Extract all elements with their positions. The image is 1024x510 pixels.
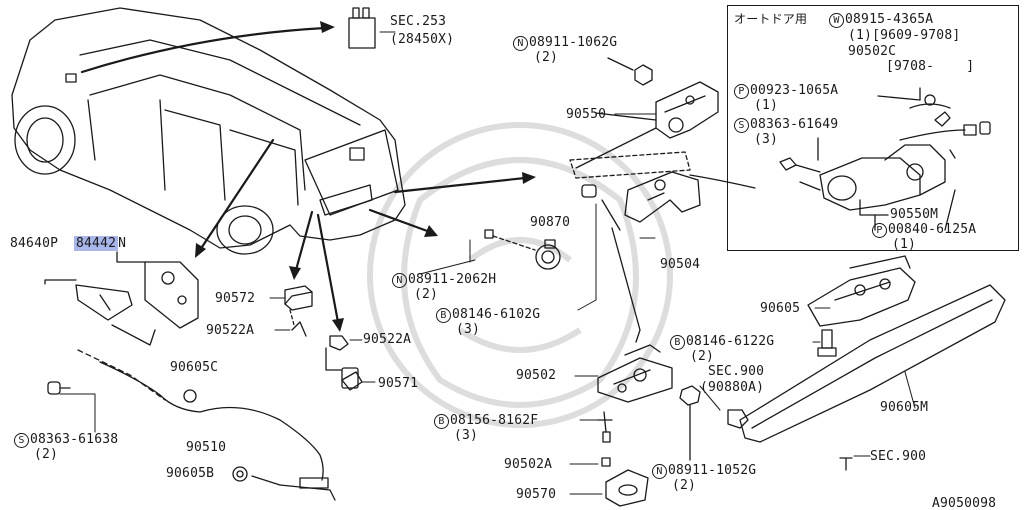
label-b08156-8162f-qty: (3) [454,428,479,443]
part-number: 00923-1065A [750,83,839,98]
part-number: 08146-6102G [452,307,541,322]
label-84640p: 84640P [10,236,59,251]
label-sec900-a-sub: (90880A) [700,380,765,395]
bolt-marker: B [434,414,449,429]
figure-code: A9050098 [932,496,997,510]
screw-marker: S [734,118,749,133]
bolt-and-cap [325,335,363,391]
label-90522a-left: 90522A [206,323,255,338]
hinge-assembly [44,251,199,401]
part-number: 00840-6125A [888,222,977,237]
label-n08911-1052g-qty: (2) [672,478,697,493]
label-90522a-right: 90522A [363,332,412,347]
label-90605: 90605 [760,301,801,316]
label-90550m: 90550M [890,207,939,222]
highlighted-part: 84442 [74,236,119,251]
part-suffix: N [118,236,127,251]
handle-90605 [807,255,916,327]
screw-sec900 [839,457,853,471]
actuator-90550 [575,81,719,169]
lock-cylinder-90870 [484,229,561,270]
part-number: 08911-1052G [668,463,757,478]
bolt-marker: B [436,308,451,323]
label-p00923-1065a-qty: (1) [754,98,779,113]
label-90605m: 90605M [880,400,929,415]
inset-motor-assembly [779,87,991,231]
label-sec253: SEC.253 [390,14,447,29]
striker-90570 [601,457,649,507]
part-number: 08363-61638 [30,432,119,447]
label-90502: 90502 [516,368,557,383]
rear-lock-90504 [581,171,756,343]
label-90510: 90510 [186,440,227,455]
bolt-marker: B [670,335,685,350]
label-90605c: 90605C [170,360,219,375]
part-marker: P [872,223,887,238]
label-w08915-4365a-qty: (1)[9609-9708] [848,28,961,43]
part-number: 08911-1062G [529,35,618,50]
nut-marker: N [392,273,407,288]
clip-90880a [679,385,749,461]
label-n08911-1062g-qty: (2) [534,50,559,65]
label-90550: 90550 [566,107,607,122]
label-n08911-2062h-qty: (2) [414,287,439,302]
latch-90502 [597,344,673,443]
wagon-car-drawing [11,7,406,255]
label-b08146-6102g-qty: (3) [456,322,481,337]
label-sec900-a: SEC.900 [708,364,765,379]
label-90605b: 90605B [166,466,215,481]
screw-marker: S [14,433,29,448]
part-marker: P [734,84,749,99]
release-cable-90510 [47,361,336,501]
label-p00840-6125a-qty: (1) [892,237,917,252]
relay-28450x [348,7,376,49]
part-number: 08915-4365A [845,12,934,27]
inset-title: オートドア用 [734,12,808,26]
label-sec900-b: SEC.900 [870,449,927,464]
garnish-bar-90605m [739,284,1006,443]
label-90504: 90504 [660,257,701,272]
label-90502c-range: [9708- ] [886,59,975,74]
auto-door-inset [727,5,1019,251]
label-90572: 90572 [215,291,256,306]
label-s08363-61649-qty: (3) [754,132,779,147]
part-number: 08363-61649 [750,117,839,132]
label-s08363-61638-qty: (2) [34,447,59,462]
leader-lines [59,31,916,495]
pointer-arrows [80,26,527,324]
part-number: 08156-8162F [450,413,539,428]
label-90870: 90870 [530,215,571,230]
washer-marker: W [829,13,844,28]
label-90571: 90571 [378,376,419,391]
label-sec253-sub: (28450X) [390,32,455,47]
nut-marker: N [513,36,528,51]
nut-08911-1062g [634,64,653,86]
label-90502c: 90502C [848,44,897,59]
switch-90572 [284,285,313,337]
part-number: 08911-2062H [408,272,497,287]
nut-marker: N [652,464,667,479]
label-90570: 90570 [516,487,557,502]
label-b08146-6122g-qty: (2) [690,349,715,364]
label-90502a: 90502A [504,457,553,472]
part-number: 08146-6122G [686,334,775,349]
